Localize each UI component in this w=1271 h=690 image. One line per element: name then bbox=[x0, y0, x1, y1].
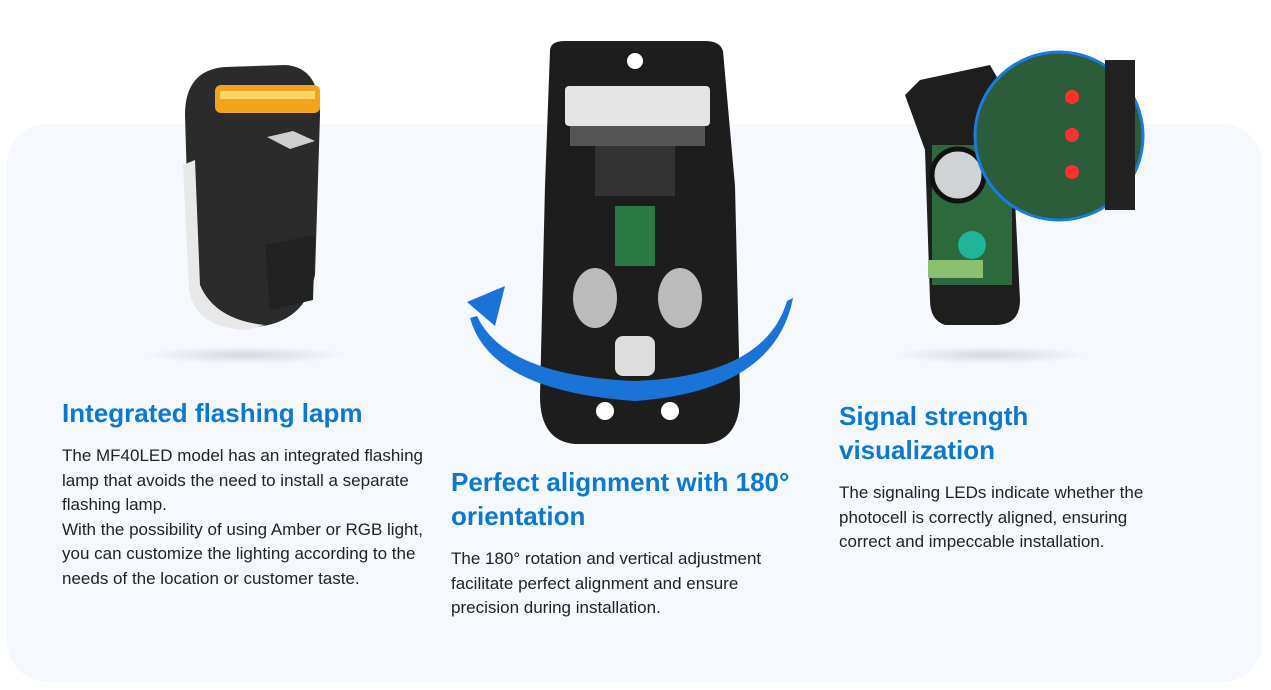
rotation-arrow-icon bbox=[470, 298, 793, 401]
feature-title: Signal strength visualization bbox=[839, 401, 1029, 465]
feature-integrated-flashing-lamp: Integrated flashing lapm The MF40LED mod… bbox=[62, 396, 432, 591]
feature-description: The 180° rotation and vertical adjustmen… bbox=[451, 549, 762, 617]
feature-description: The signaling LEDs indicate whether the … bbox=[839, 483, 1144, 551]
feature-perfect-alignment: Perfect alignment with 180° orientation … bbox=[451, 465, 831, 621]
photocell-rotation-image bbox=[467, 41, 793, 444]
feature-signal-strength: Signal strength visualization The signal… bbox=[839, 399, 1179, 555]
product-shadow bbox=[890, 346, 1090, 364]
feature-description: The MF40LED model has an integrated flas… bbox=[62, 446, 423, 588]
flashing-lamp-image bbox=[183, 65, 320, 330]
product-shadow bbox=[140, 346, 350, 364]
feature-title: Integrated flashing lapm bbox=[62, 398, 363, 428]
feature-title: Perfect alignment with 180° orientation bbox=[451, 467, 790, 531]
photocell-leds-image bbox=[905, 50, 1145, 325]
